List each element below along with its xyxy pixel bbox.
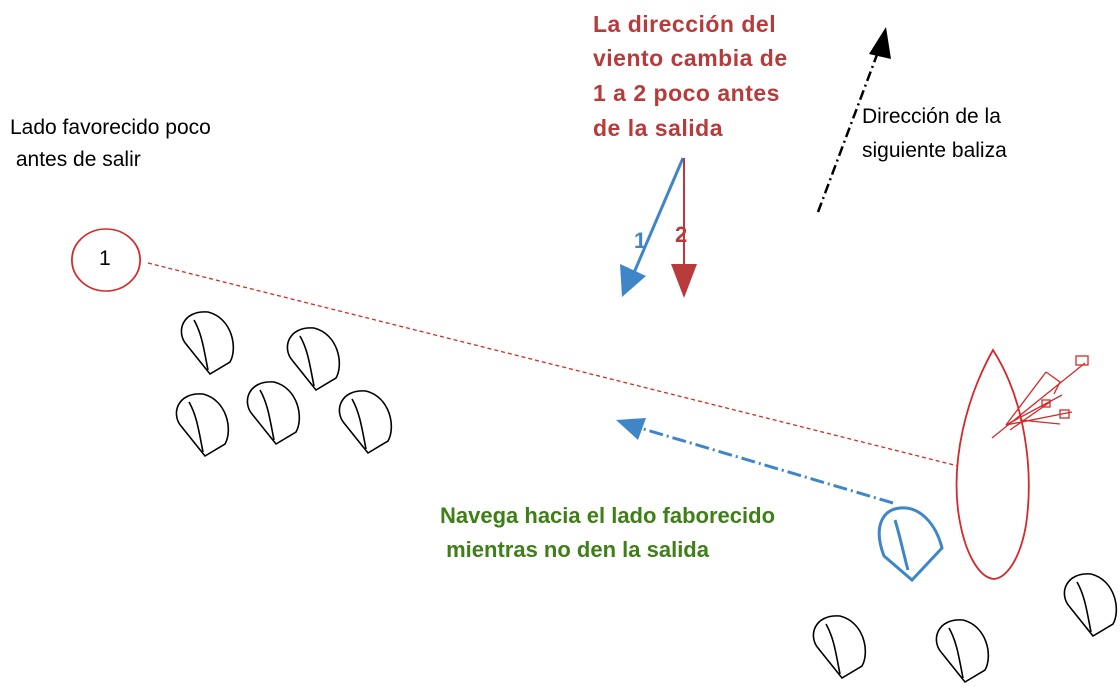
wind-arrow-1-label: 1: [634, 228, 647, 253]
committee-boat-icon: [955, 348, 1089, 580]
arrow-down-icon: [671, 158, 697, 298]
highlighted-boat: [877, 506, 944, 583]
wind-arrow-2-label: 2: [675, 222, 688, 247]
buoy-mark: [71, 228, 141, 292]
start-line: [147, 262, 959, 467]
sail-icon: [812, 615, 867, 679]
sail-icon: [1063, 573, 1118, 637]
sail-icon: [175, 393, 230, 457]
arrow-up-right-icon: [816, 27, 891, 213]
sail-favored-line-2: mientras no den la salida: [440, 537, 709, 562]
sail-icon: [180, 311, 235, 375]
sail-icon: [286, 327, 341, 391]
sail-icon: [338, 390, 393, 454]
sail-direction-arrow: [616, 418, 894, 505]
wind-change-line-3: 1 a 2 poco antes: [593, 80, 780, 106]
wind-change-line-4: de la salida: [593, 115, 724, 141]
next-mark-line-2: siguiente baliza: [862, 139, 1007, 162]
fleet-right: [812, 573, 1118, 683]
fleet-left: [175, 311, 393, 457]
wind-change-line-1: La dirección del: [593, 11, 777, 37]
wind-change-line-2: viento cambia de: [593, 45, 788, 71]
sail-icon: [935, 619, 990, 683]
next-mark-line-1: Dirección de la: [862, 105, 1001, 128]
favored-side-line-2: antes de salir: [10, 148, 141, 171]
favored-side-line-1: Lado favorecido poco: [10, 116, 211, 139]
buoy-circle: [71, 228, 141, 292]
buoy-label: 1: [99, 247, 111, 270]
sail-favored-line-1: Navega hacia el lado faborecido: [440, 503, 776, 528]
sail-icon: [246, 381, 301, 445]
arrow-down-left-icon: [620, 157, 685, 297]
